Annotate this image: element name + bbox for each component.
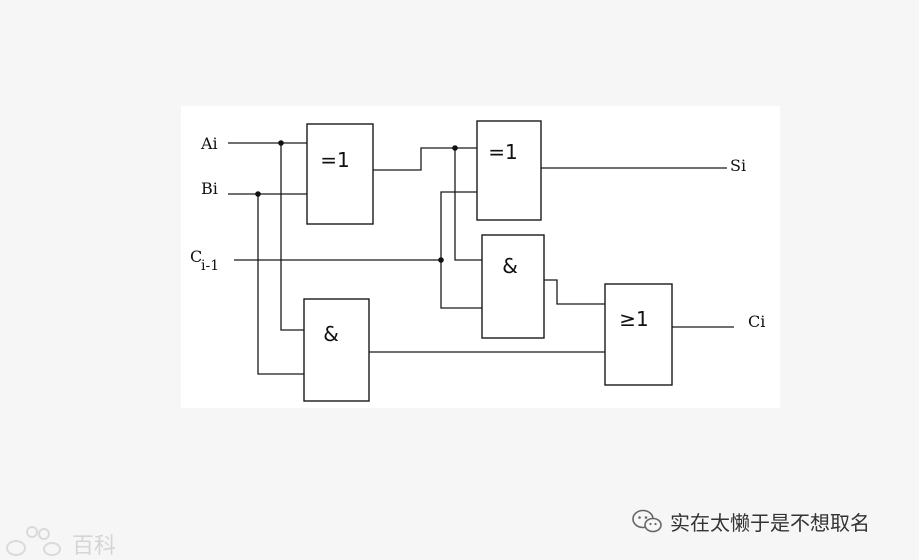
- gate-and1: &: [481, 234, 545, 339]
- wire-xor1-xor2: [373, 147, 477, 171]
- wechat-account-name: 实在太懒于是不想取名: [670, 510, 870, 535]
- gate-xor1: =1: [306, 123, 374, 225]
- gate-and2: &: [303, 298, 370, 402]
- label-si: Si: [730, 156, 746, 175]
- label-bi: Bi: [201, 179, 218, 198]
- junction-dot: [255, 191, 261, 197]
- junction-dot: [438, 257, 444, 263]
- label-ci: Ci: [748, 312, 765, 331]
- gate-or-symbol: ≥1: [619, 307, 648, 331]
- wire-bi-and2: [257, 194, 304, 375]
- junction-dots: [255, 140, 458, 263]
- gate-xor2-body: [476, 120, 542, 221]
- junction-dot: [278, 140, 284, 146]
- gate-xor1-body: [306, 123, 374, 225]
- wechat-icon: [632, 509, 662, 533]
- label-ai: Ai: [200, 134, 218, 153]
- gate-or: ≥1: [604, 283, 673, 386]
- baidu-paw-icon: [6, 526, 61, 556]
- gate-and2-body: [303, 298, 370, 402]
- gate-xor2-symbol: =1: [488, 140, 517, 164]
- gate-xor2: =1: [476, 120, 542, 221]
- signal-labels: Ai Bi C i-1 Si Ci: [190, 134, 765, 331]
- wire-xor1-and1: [454, 148, 482, 261]
- label-c: C: [190, 247, 202, 266]
- gate-and1-symbol: &: [502, 254, 518, 278]
- gate-and1-body: [481, 234, 545, 339]
- wire-ai-and2: [280, 143, 304, 331]
- gate-xor1-symbol: =1: [320, 148, 349, 172]
- junction-dot: [452, 145, 458, 151]
- label-c-subscript: i-1: [201, 258, 219, 274]
- baidu-watermark-text: 百科: [72, 534, 117, 559]
- gate-or-body: [604, 283, 673, 386]
- baidu-watermark: 百科: [2, 522, 132, 559]
- wire-ci1-xor2: [440, 191, 477, 260]
- wire-and1-or: [544, 279, 605, 305]
- wires: [228, 142, 734, 375]
- wire-ci1-and1: [440, 260, 482, 309]
- gate-and2-symbol: &: [323, 322, 339, 346]
- wechat-watermark: 实在太懒于是不想取名: [630, 507, 870, 535]
